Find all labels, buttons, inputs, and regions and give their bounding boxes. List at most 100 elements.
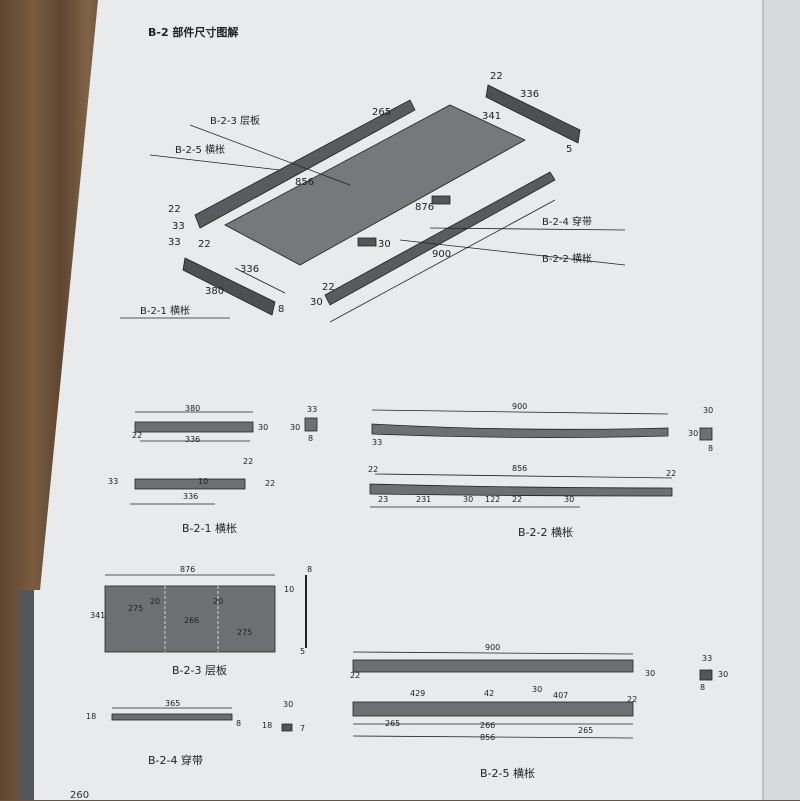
dim: 30 — [564, 495, 575, 504]
iso-rail-b21 — [182, 257, 276, 316]
dim: 8 — [308, 434, 314, 443]
dim: 33 — [172, 221, 185, 232]
dim: 30 — [688, 429, 699, 438]
dim: 33 — [702, 654, 713, 663]
b25-top — [352, 701, 634, 717]
dim: 876 — [180, 565, 196, 574]
dim: 22 — [512, 495, 523, 504]
dim: 33 — [168, 237, 181, 248]
label-b25: B-2-5 横枨 — [175, 145, 225, 156]
caption-b25: B-2-5 横枨 — [480, 767, 535, 780]
dim: 341 — [482, 111, 502, 122]
b22-section — [699, 427, 713, 441]
dim: 265 — [578, 726, 594, 735]
dim: 30 — [463, 495, 474, 504]
caption-b21: B-2-1 横枨 — [182, 522, 237, 535]
dim: 22 — [490, 71, 503, 82]
dim: 380 — [185, 404, 201, 413]
dim: 900 — [485, 643, 501, 652]
dim: 22 — [322, 282, 335, 293]
dim: 429 — [410, 689, 426, 698]
dim: 22 — [666, 469, 677, 478]
dim: 8 — [236, 719, 242, 728]
dim: 42 — [484, 689, 495, 698]
caption-b23: B-2-3 层板 — [172, 664, 227, 677]
iso-shelf-board — [224, 104, 526, 266]
dim: 30 — [310, 297, 323, 308]
dim: 341 — [90, 611, 106, 620]
b24-section — [281, 723, 293, 732]
dim: 336 — [240, 264, 260, 275]
dim: 275 — [237, 628, 253, 637]
dim: 30 — [378, 239, 391, 250]
dim: 22 — [350, 671, 361, 680]
dim: 231 — [416, 495, 432, 504]
dim: 5 — [300, 647, 306, 656]
dim: 33 — [108, 477, 119, 486]
dim: 8 — [307, 565, 313, 574]
dim: 30 — [258, 423, 269, 432]
dim: 33 — [372, 438, 383, 447]
dim: 22 — [265, 479, 276, 488]
caption-b22: B-2-2 横枨 — [518, 526, 573, 539]
dim: 30 — [718, 670, 729, 679]
dim: 30 — [703, 406, 714, 415]
iso-rail-short — [485, 84, 581, 144]
page-number: 260 — [70, 790, 90, 801]
iso-strap — [357, 237, 377, 247]
dim: 22 — [168, 204, 181, 215]
b25-front — [352, 659, 634, 673]
dim: 18 — [86, 712, 97, 721]
dim: 30 — [532, 685, 543, 694]
label-b24: B-2-4 穿带 — [542, 217, 592, 228]
facing-page — [762, 0, 800, 800]
dim: 8 — [700, 683, 706, 692]
dim: 22 — [368, 465, 379, 474]
dim: 30 — [290, 423, 301, 432]
b24-strap — [111, 713, 233, 721]
dim: 856 — [480, 733, 496, 742]
dim: 900 — [512, 402, 528, 411]
dim: 5 — [566, 144, 573, 155]
dim: 856 — [512, 464, 528, 473]
iso-rail-b25 — [194, 99, 416, 229]
dim: 22 — [243, 457, 254, 466]
dim: 20 — [150, 597, 161, 606]
dim: 30 — [283, 700, 294, 709]
dim: 10 — [284, 585, 295, 594]
iso-strap — [431, 195, 451, 205]
b22-front — [371, 423, 669, 438]
dim: 10 — [198, 477, 209, 486]
dim: 20 — [213, 597, 224, 606]
dim: 8 — [278, 304, 285, 315]
dim: 365 — [165, 699, 181, 708]
label-b23: B-2-3 层板 — [210, 116, 260, 127]
b22-top — [369, 483, 673, 497]
b21-front — [134, 421, 254, 433]
dim: 407 — [553, 691, 569, 700]
dim: 336 — [185, 435, 201, 444]
iso-rail-b22 — [324, 171, 556, 306]
dim: 336 — [183, 492, 199, 501]
dim: 22 — [627, 695, 638, 704]
section-heading: B-2 部件尺寸图解 — [148, 26, 239, 39]
dim: 856 — [295, 177, 315, 188]
dim: 275 — [128, 604, 144, 613]
dim: 876 — [415, 202, 435, 213]
dim: 18 — [262, 721, 273, 730]
caption-b24: B-2-4 穿带 — [148, 754, 203, 767]
dim: 265 — [372, 107, 392, 118]
dim: 22 — [198, 239, 211, 250]
dim: 8 — [708, 444, 714, 453]
dim: 266 — [184, 616, 200, 625]
page-edge — [18, 590, 34, 800]
dim: 900 — [432, 249, 452, 260]
dim: 266 — [480, 721, 496, 730]
dim: 33 — [307, 405, 318, 414]
dim: 22 — [132, 431, 143, 440]
dim: 380 — [205, 286, 225, 297]
dim: 23 — [378, 495, 389, 504]
b21-section — [304, 417, 318, 432]
dim: 122 — [485, 495, 501, 504]
dim: 30 — [645, 669, 656, 678]
